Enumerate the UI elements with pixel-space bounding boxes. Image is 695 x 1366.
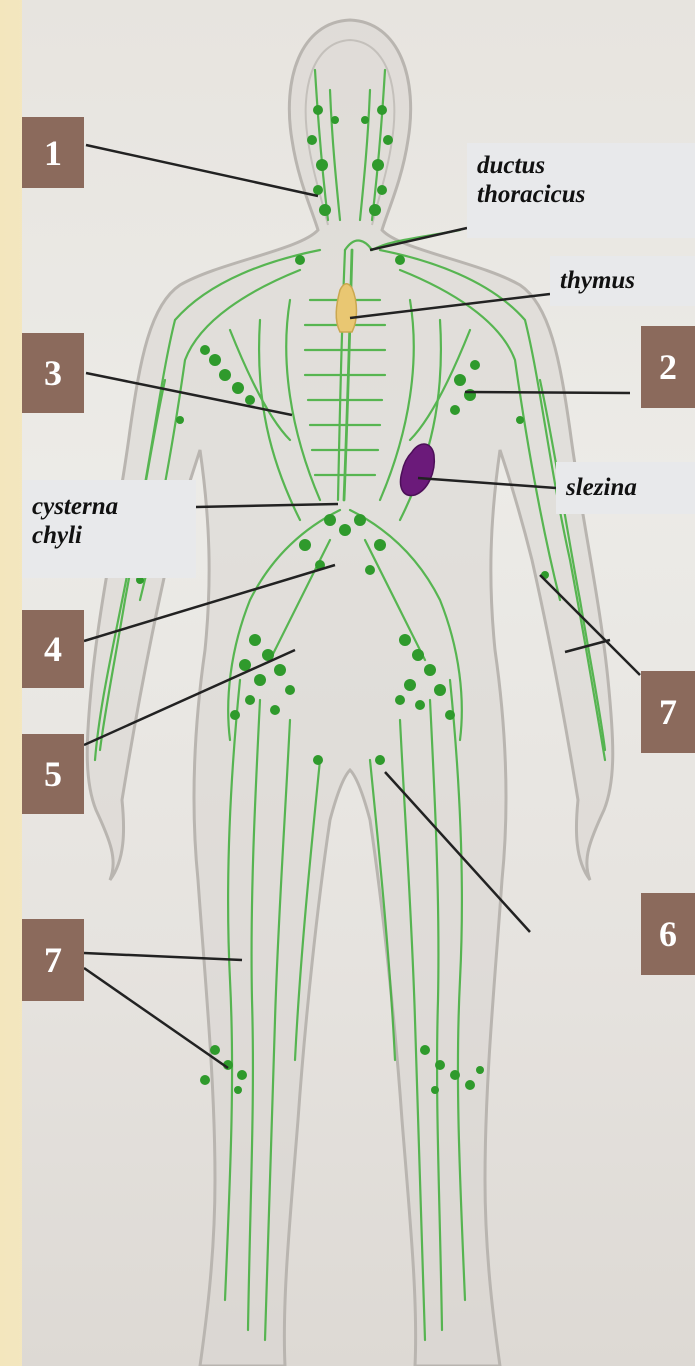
thymus-organ <box>336 284 356 332</box>
label-ductus-thoracicus: ductus thoracicus <box>467 143 695 238</box>
label-cysterna-chyli: cysterna chyli <box>22 480 196 578</box>
number-label-4: 4 <box>22 610 84 688</box>
label-thymus: thymus <box>550 256 695 306</box>
number-label-1: 1 <box>22 117 84 188</box>
label-slezina-text: slezina <box>566 473 685 502</box>
label-thymus-text: thymus <box>560 266 685 295</box>
label-ductus-line2: thoracicus <box>477 180 685 209</box>
number-label-7-left: 7 <box>22 919 84 1001</box>
number-label-6: 6 <box>641 893 695 975</box>
label-cysterna-line1: cysterna <box>32 492 186 521</box>
label-slezina: slezina <box>556 462 695 514</box>
number-label-3: 3 <box>22 333 84 413</box>
label-cysterna-line2: chyli <box>32 521 186 550</box>
label-ductus-line1: ductus <box>477 151 685 180</box>
number-label-7-right: 7 <box>641 671 695 753</box>
number-label-5: 5 <box>22 734 84 814</box>
number-label-2: 2 <box>641 326 695 408</box>
